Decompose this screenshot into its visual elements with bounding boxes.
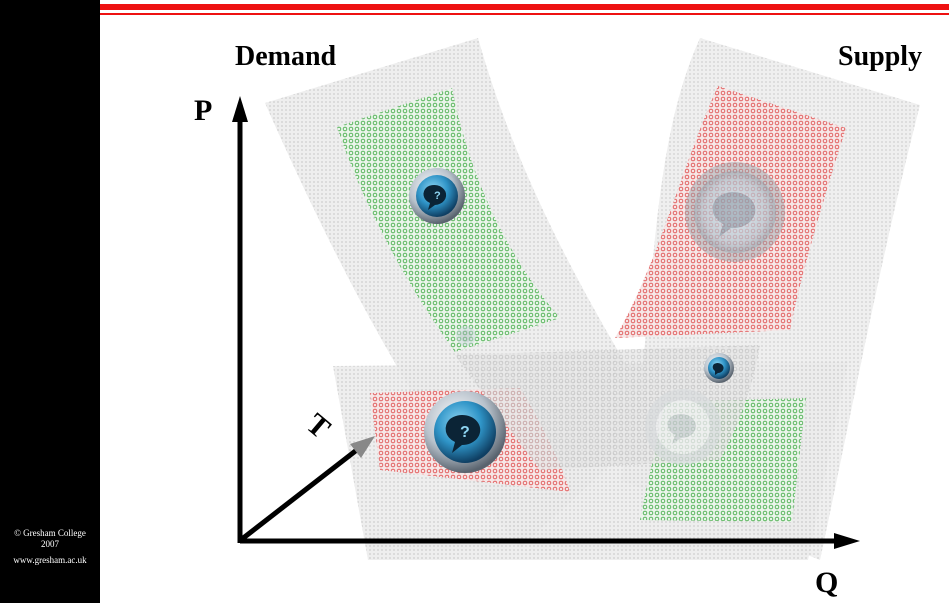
supply-label: Supply: [838, 41, 922, 72]
t-axis: [240, 447, 360, 541]
q-axis-label: Q: [815, 566, 838, 599]
question-bubble-icon: [456, 326, 476, 346]
demand-label: Demand: [235, 41, 337, 72]
copyright-year: 2007: [41, 539, 59, 549]
question-bubble-icon: ?: [409, 168, 465, 224]
copyright-text: © Gresham College: [14, 528, 86, 538]
question-bubble-icon: [704, 353, 734, 383]
top-red-rule: [100, 4, 949, 10]
website-url: www.gresham.ac.uk: [13, 555, 87, 565]
question-bubble-icon: [685, 162, 785, 262]
svg-text:?: ?: [434, 190, 441, 202]
top-red-rule-thin: [100, 13, 949, 15]
question-bubble-icon: ?: [424, 391, 506, 473]
p-axis-arrow: [232, 96, 248, 122]
question-bubble-icon: [645, 389, 721, 465]
svg-text:?: ?: [460, 424, 470, 441]
t-axis-label: T: [300, 407, 337, 445]
sidebar: [0, 0, 100, 603]
q-axis-arrow: [834, 533, 860, 549]
t-axis-arrow: [350, 436, 375, 458]
p-axis-label: P: [194, 94, 212, 127]
